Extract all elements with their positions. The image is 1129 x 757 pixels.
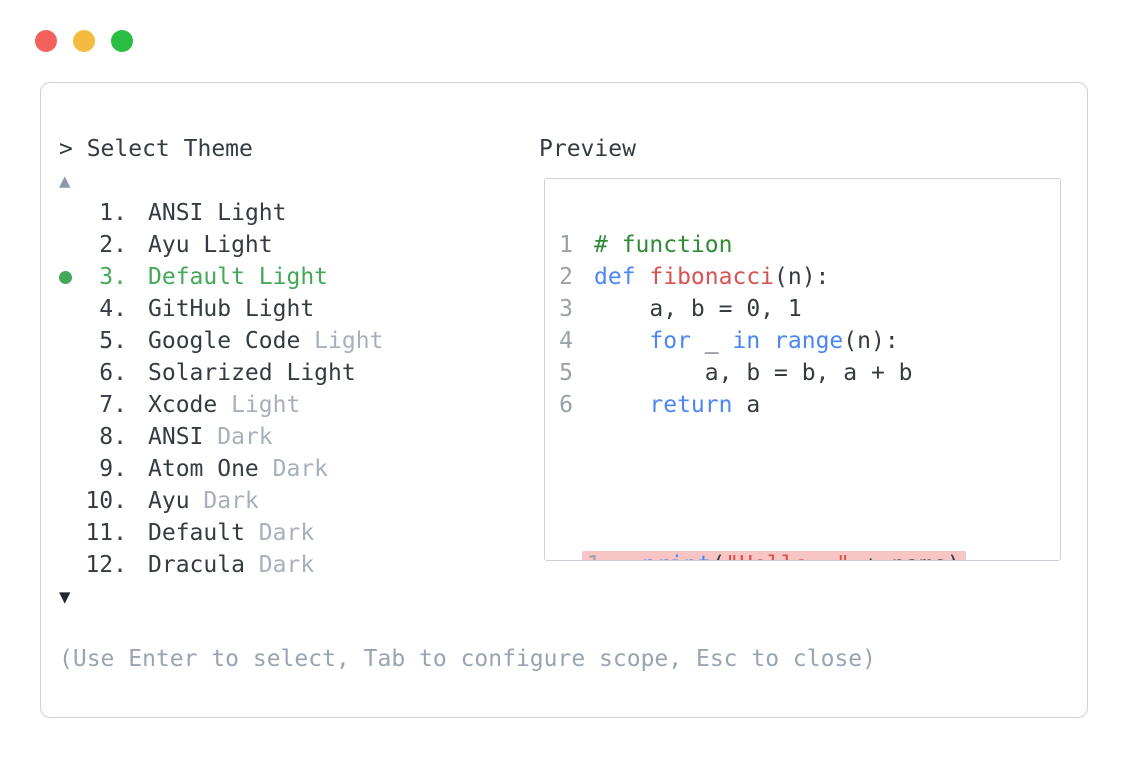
code-text: a, b = b, a + b bbox=[594, 357, 913, 389]
code-segment-text: + name) bbox=[850, 552, 961, 560]
theme-name: Solarized Light bbox=[148, 360, 356, 386]
code-segment-keyword: range bbox=[774, 328, 844, 354]
code-segment-text: (n): bbox=[774, 264, 830, 290]
code-line: 6 return a bbox=[545, 389, 1060, 421]
theme-number: 7. bbox=[99, 392, 127, 418]
keyboard-hint: (Use Enter to select, Tab to configure s… bbox=[59, 646, 876, 672]
scroll-down-icon[interactable]: ▼ bbox=[59, 586, 71, 608]
theme-name: Default Light bbox=[148, 264, 329, 290]
theme-number: 5. bbox=[99, 328, 127, 354]
code-segment-fname: fibonacci bbox=[649, 264, 775, 290]
code-segment-text: a, b = 0, 1 bbox=[594, 296, 802, 322]
line-number: 5 bbox=[559, 360, 573, 386]
theme-number: 3. bbox=[99, 264, 127, 290]
theme-list-item-4[interactable]: 4. GitHub Light bbox=[41, 293, 1087, 325]
code-text: return a bbox=[594, 389, 760, 421]
theme-list: 1. ANSI Light 2. Ayu Light 3. Default Li… bbox=[41, 197, 1087, 581]
preview-pane: 1 # function 2 def fibonacci(n): 3 a, b … bbox=[544, 178, 1061, 561]
theme-name: Default Dark bbox=[148, 520, 315, 546]
theme-number: 11. bbox=[85, 520, 127, 546]
theme-number: 4. bbox=[99, 296, 127, 322]
theme-list-item-6[interactable]: 6. Solarized Light bbox=[41, 357, 1087, 389]
theme-name: Ayu Dark bbox=[148, 488, 259, 514]
code-line: 1 # function bbox=[545, 229, 1060, 261]
theme-name: ANSI Dark bbox=[148, 424, 273, 450]
theme-number: 9. bbox=[99, 456, 127, 482]
theme-list-item-9[interactable]: 9. Atom One Dark bbox=[41, 453, 1087, 485]
code-segment-string: "Hello, " bbox=[725, 552, 850, 560]
theme-number: 2. bbox=[99, 232, 127, 258]
theme-list-item-11[interactable]: 11. Default Dark bbox=[41, 517, 1087, 549]
theme-list-item-12[interactable]: 12. Dracula Dark bbox=[41, 549, 1087, 581]
code-line: 5 a, b = b, a + b bbox=[545, 357, 1060, 389]
theme-picker-panel: > Select Theme ▲ 1. ANSI Light 2. Ayu Li… bbox=[40, 82, 1088, 718]
selected-dot-icon bbox=[59, 270, 72, 284]
code-segment-keyword: print bbox=[642, 552, 711, 560]
code-segment-text bbox=[594, 392, 649, 418]
code-segment-text bbox=[594, 328, 649, 354]
line-number: 6 bbox=[559, 392, 573, 418]
theme-number: 6. bbox=[99, 360, 127, 386]
code-segment-keyword: def bbox=[594, 264, 650, 290]
theme-name: Atom One Dark bbox=[148, 456, 329, 482]
theme-name: GitHub Light bbox=[148, 296, 315, 322]
theme-name: Google Code Light bbox=[148, 328, 384, 354]
close-button-icon[interactable] bbox=[35, 30, 57, 52]
code-segment-text: _ bbox=[690, 328, 733, 354]
diff-line-removed: 1 - print("Hello, " + name) bbox=[581, 551, 966, 560]
preview-label: Preview bbox=[539, 136, 636, 162]
code-segment-text bbox=[760, 328, 774, 354]
code-segment-keyword: return bbox=[649, 392, 733, 418]
theme-number: 8. bbox=[99, 424, 127, 450]
code-segment-keyword: for bbox=[649, 328, 691, 354]
theme-list-item-8[interactable]: 8. ANSI Dark bbox=[41, 421, 1087, 453]
code-line: 1 + print(f"Hello, {name}!") bbox=[545, 485, 1060, 517]
theme-list-item-3[interactable]: 3. Default Light bbox=[41, 261, 1087, 293]
selected-marker bbox=[59, 270, 79, 284]
theme-number: 1. bbox=[99, 200, 127, 226]
scroll-up-icon[interactable]: ▲ bbox=[59, 170, 71, 192]
code-segment-comment: # function bbox=[594, 232, 733, 258]
code-segment-minus: - bbox=[614, 552, 642, 560]
code-line: 3 a, b = 0, 1 bbox=[545, 293, 1060, 325]
code-text: def fibonacci(n): bbox=[594, 261, 829, 293]
code-line: 2 def fibonacci(n): bbox=[545, 261, 1060, 293]
code-line: 1 - print("Hello, " + name) bbox=[545, 453, 1060, 560]
line-number: 3 bbox=[559, 296, 573, 322]
theme-name: Ayu Light bbox=[148, 232, 273, 258]
code-segment-text: a, b = b, a + b bbox=[594, 360, 913, 386]
line-number bbox=[557, 421, 573, 453]
code-segment-text: a bbox=[732, 392, 761, 418]
theme-number: 12. bbox=[85, 552, 127, 578]
line-number: 1 bbox=[559, 232, 573, 258]
theme-list-item-2[interactable]: 2. Ayu Light bbox=[41, 229, 1087, 261]
code-line: 4 for _ in range(n): bbox=[545, 325, 1060, 357]
window-controls bbox=[35, 30, 133, 52]
code-line bbox=[545, 421, 1060, 453]
theme-name: ANSI Light bbox=[148, 200, 287, 226]
theme-list-item-7[interactable]: 7. Xcode Light bbox=[41, 389, 1087, 421]
code-segment-lineno: 1 bbox=[587, 552, 615, 560]
select-theme-prompt: > Select Theme bbox=[59, 136, 253, 162]
minimize-button-icon[interactable] bbox=[73, 30, 95, 52]
code-text: a, b = 0, 1 bbox=[594, 293, 802, 325]
code-segment-keyword: in bbox=[732, 328, 761, 354]
theme-name: Dracula Dark bbox=[148, 552, 315, 578]
theme-list-item-5[interactable]: 5. Google Code Light bbox=[41, 325, 1087, 357]
code-text: # function bbox=[594, 229, 732, 261]
line-number: 2 bbox=[559, 264, 573, 290]
line-number: 4 bbox=[559, 328, 573, 354]
code-text: for _ in range(n): bbox=[594, 325, 899, 357]
theme-list-item-1[interactable]: 1. ANSI Light bbox=[41, 197, 1087, 229]
code-segment-text: ( bbox=[711, 552, 725, 560]
code-segment-text: (n): bbox=[843, 328, 899, 354]
maximize-button-icon[interactable] bbox=[111, 30, 133, 52]
theme-number: 10. bbox=[85, 488, 127, 514]
theme-list-item-10[interactable]: 10. Ayu Dark bbox=[41, 485, 1087, 517]
theme-name: Xcode Light bbox=[148, 392, 301, 418]
